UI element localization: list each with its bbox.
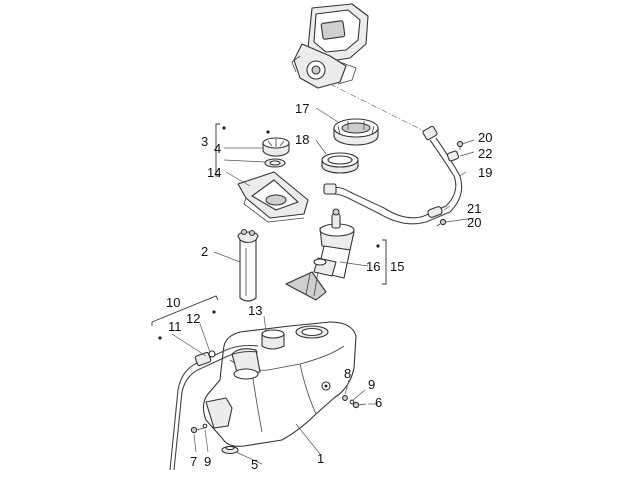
callout-1: 1 bbox=[317, 451, 324, 466]
callout-18: 18 bbox=[295, 132, 309, 147]
callout-8: 8 bbox=[344, 366, 351, 381]
callout-14: 14 bbox=[207, 165, 221, 180]
hose-connector bbox=[427, 206, 443, 218]
pump-ring-nut bbox=[333, 118, 379, 146]
callout-21: 21 bbox=[467, 201, 481, 216]
callout-22: 22 bbox=[478, 146, 492, 161]
throttle-body-assembly bbox=[291, 3, 369, 89]
group-brackets bbox=[151, 123, 387, 340]
fuel-tank bbox=[202, 321, 357, 447]
screw-left bbox=[190, 423, 208, 434]
fuel-level-sender bbox=[237, 228, 259, 302]
tank-support-tray bbox=[237, 171, 309, 223]
leader-lines bbox=[171, 107, 475, 465]
cap-gasket bbox=[264, 158, 286, 168]
callout-13: 13 bbox=[248, 303, 262, 318]
callout-10: 10 bbox=[166, 295, 180, 310]
callout-20-bottom: 20 bbox=[467, 215, 481, 230]
fuel-pump-assembly bbox=[285, 208, 355, 301]
callout-4: 4 bbox=[214, 141, 221, 156]
callout-15: 15 bbox=[390, 259, 404, 274]
callout-17: 17 bbox=[295, 101, 309, 116]
callout-6: 6 bbox=[375, 395, 382, 410]
breather-pipe bbox=[169, 344, 259, 471]
callout-5: 5 bbox=[251, 457, 258, 472]
callout-7: 7 bbox=[190, 454, 197, 469]
callout-9-right: 9 bbox=[368, 377, 375, 392]
assembly-line-throttle bbox=[329, 83, 427, 133]
pump-seal bbox=[321, 152, 359, 174]
callout-9-left: 9 bbox=[204, 454, 211, 469]
callout-2: 2 bbox=[201, 244, 208, 259]
callout-12: 12 bbox=[186, 311, 200, 326]
callout-19: 19 bbox=[478, 165, 492, 180]
callout-11: 11 bbox=[168, 319, 182, 334]
callout-20-top: 20 bbox=[478, 130, 492, 145]
callout-3: 3 bbox=[201, 134, 208, 149]
callout-labels: 3 4 14 2 17 18 20 22 19 21 20 16 15 10 1… bbox=[166, 101, 492, 472]
hose-clip-bottom bbox=[436, 218, 447, 227]
screw-right bbox=[342, 395, 367, 409]
fuel-hose bbox=[323, 125, 463, 225]
filler-cap bbox=[262, 137, 290, 157]
tank-drain-rubber bbox=[221, 445, 239, 455]
hose-clip-top bbox=[456, 140, 464, 150]
callout-16: 16 bbox=[366, 259, 380, 274]
